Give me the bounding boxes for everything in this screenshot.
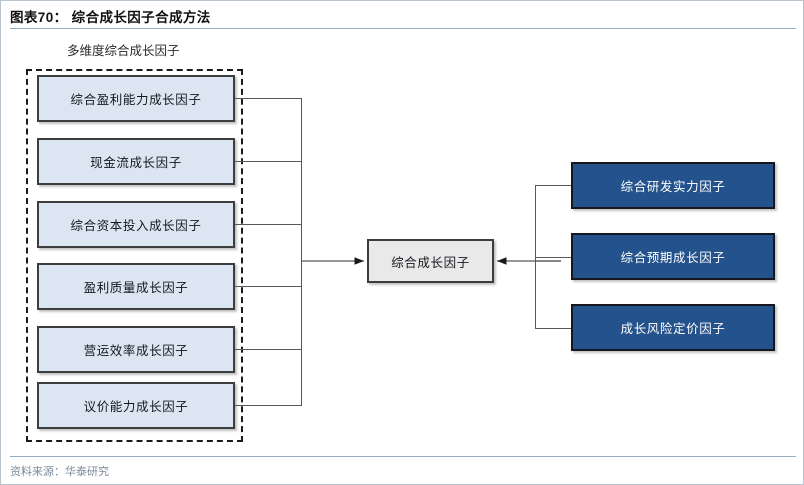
connector-right-3 bbox=[535, 328, 571, 329]
right-node-1[interactable]: 综合研发实力因子 bbox=[571, 162, 775, 209]
left-node-5[interactable]: 营运效率成长因子 bbox=[37, 326, 235, 373]
connector-left-6 bbox=[235, 405, 301, 406]
connector-left-4 bbox=[235, 286, 301, 287]
left-node-4[interactable]: 盈利质量成长因子 bbox=[37, 263, 235, 310]
page-title: 图表70： 综合成长因子合成方法 bbox=[10, 10, 211, 25]
footer-divider bbox=[10, 456, 796, 457]
left-node-3[interactable]: 综合资本投入成长因子 bbox=[37, 201, 235, 248]
source-note: 资料来源：华泰研究 bbox=[10, 466, 109, 478]
dashed-group-container bbox=[26, 69, 243, 442]
connector-left-5 bbox=[235, 349, 301, 350]
center-node[interactable]: 综合成长因子 bbox=[367, 239, 494, 283]
connector-left-1 bbox=[235, 98, 301, 99]
connector-right-1 bbox=[535, 185, 571, 186]
connector-left-3 bbox=[235, 224, 301, 225]
right-node-3[interactable]: 成长风险定价因子 bbox=[571, 304, 775, 351]
connector-right-2 bbox=[535, 257, 571, 258]
connector-left-2 bbox=[235, 161, 301, 162]
title-divider bbox=[10, 28, 796, 29]
right-node-2[interactable]: 综合预期成长因子 bbox=[571, 233, 775, 280]
left-node-1[interactable]: 综合盈利能力成长因子 bbox=[37, 75, 235, 122]
left-node-2[interactable]: 现金流成长因子 bbox=[37, 138, 235, 185]
left-node-6[interactable]: 议价能力成长因子 bbox=[37, 382, 235, 429]
group-heading-label: 多维度综合成长因子 bbox=[67, 44, 180, 58]
connector-right-bus bbox=[535, 185, 536, 329]
connector-left-bus bbox=[301, 98, 302, 406]
